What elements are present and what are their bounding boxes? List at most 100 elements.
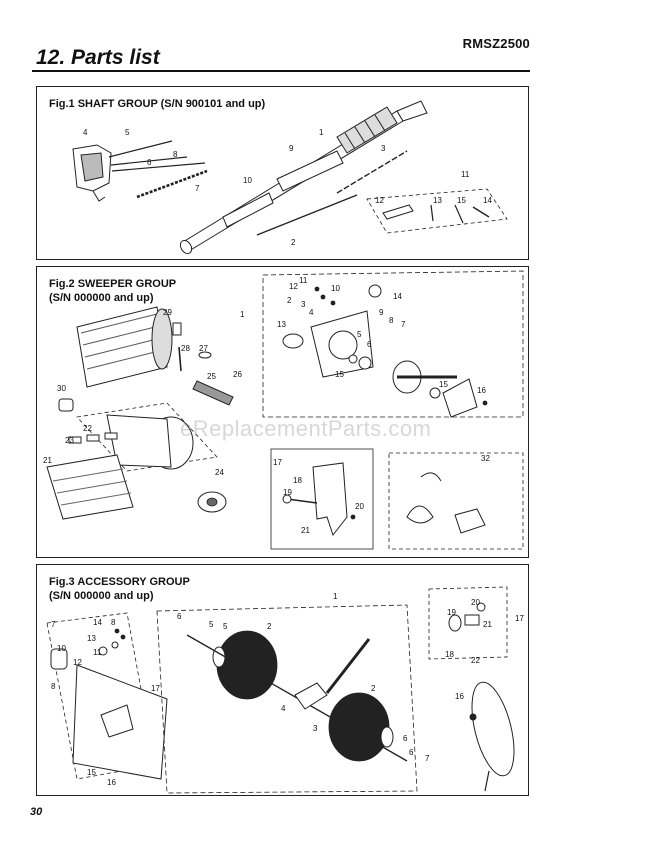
callout-label: 6 — [367, 340, 372, 349]
callout-label: 28 — [181, 344, 190, 353]
callout-label: 10 — [57, 644, 66, 653]
callout-label: 19 — [283, 488, 292, 497]
callout-label: 13 — [277, 320, 286, 329]
title-divider — [32, 70, 530, 72]
figure-heading: Fig.1 SHAFT GROUP (S/N 900101 and up) — [49, 98, 266, 110]
clamp-assembly-part — [428, 586, 508, 660]
callout-label: 7 — [51, 620, 56, 629]
drive-shaft-part — [256, 150, 408, 236]
callout-label: 5 — [125, 128, 130, 137]
callout-label: 20 — [471, 598, 480, 607]
callout-label: 10 — [331, 284, 340, 293]
shaft-group-diagram: 4 5 6 8 7 9 1 3 10 2 11 12 13 15 14 — [72, 100, 508, 255]
callout-label: 15 — [439, 380, 448, 389]
callout-label: 14 — [93, 618, 102, 627]
callout-label: 18 — [293, 476, 302, 485]
callout-label: 11 — [461, 170, 470, 179]
callout-label: 16 — [107, 778, 116, 787]
cover-assembly-part — [46, 612, 168, 780]
tool-set-part — [366, 188, 508, 234]
callout-label: 11 — [93, 648, 102, 657]
callout-label: 13 — [87, 634, 96, 643]
callout-label: 15 — [335, 370, 344, 379]
callout-label: 6 — [147, 158, 152, 167]
sweeper-rotor-part — [76, 306, 173, 388]
callout-label: 5 — [223, 622, 228, 631]
page-title: 12. Parts list — [36, 46, 160, 69]
callout-label: 14 — [393, 292, 402, 301]
pin-parts — [58, 322, 234, 412]
roller-assembly-part — [156, 604, 418, 794]
callout-label: 2 — [291, 238, 296, 247]
callout-label: 22 — [471, 656, 480, 665]
callout-label: 20 — [355, 502, 364, 511]
callout-label: 6 — [403, 734, 408, 743]
callout-label: 27 — [199, 344, 208, 353]
callout-label: 8 — [173, 150, 178, 159]
callout-label: 29 — [163, 308, 172, 317]
callout-label: 22 — [83, 424, 92, 433]
callout-label: 7 — [425, 754, 430, 763]
callout-label: 2 — [287, 296, 292, 305]
accessory-group-diagram: 7 14 8 13 10 11 12 8 17 15 16 1 6 5 5 2 … — [46, 586, 524, 794]
figure-heading-line: Fig.2 SWEEPER GROUP — [49, 278, 177, 290]
callout-label: 2 — [371, 684, 376, 693]
handle-part — [270, 448, 374, 550]
callout-label: 14 — [483, 196, 492, 205]
callout-label: 8 — [389, 316, 394, 325]
callout-label: 17 — [515, 614, 524, 623]
callout-label: 17 — [273, 458, 282, 467]
callout-label: 6 — [177, 612, 182, 621]
throttle-cable-part — [108, 140, 208, 199]
callout-label: 3 — [313, 724, 318, 733]
callout-label: 9 — [379, 308, 384, 317]
figure-heading: Fig.3 ACCESSORY GROUP (S/N 000000 and up… — [49, 575, 190, 603]
grip-part — [222, 150, 344, 228]
callout-label: 12 — [375, 196, 384, 205]
callout-label: 18 — [445, 650, 454, 659]
page-number: 30 — [30, 806, 43, 818]
callout-label: 19 — [447, 608, 456, 617]
callout-label: 12 — [289, 282, 298, 291]
throttle-housing-part — [72, 144, 112, 202]
callout-label: 5 — [209, 620, 214, 629]
callout-label: 10 — [243, 176, 252, 185]
callout-label: 8 — [111, 618, 116, 627]
callout-label: 5 — [357, 330, 362, 339]
callout-label: 26 — [233, 370, 242, 379]
callout-label: 1 — [319, 128, 324, 137]
callout-label: 30 — [57, 384, 66, 393]
callout-label: 12 — [73, 658, 82, 667]
figure-accessory-group: Fig.3 ACCESSORY GROUP (S/N 000000 and up… — [36, 564, 529, 796]
callout-label: 4 — [281, 704, 286, 713]
model-code: RMSZ2500 — [462, 36, 530, 51]
callout-label: 21 — [301, 526, 310, 535]
callout-label: 2 — [267, 622, 272, 631]
gearbox-part — [262, 270, 524, 418]
callout-label: 3 — [301, 300, 306, 309]
callout-label: 4 — [309, 308, 314, 317]
callout-label: 1 — [333, 592, 338, 601]
figure-sweeper-group: Fig.2 SWEEPER GROUP (S/N 000000 and up) — [36, 266, 529, 558]
callout-label: 15 — [87, 768, 96, 777]
sweeper-drum-part — [76, 402, 227, 513]
figure-shaft-group: Fig.1 SHAFT GROUP (S/N 900101 and up) — [36, 86, 529, 260]
callout-label: 11 — [299, 276, 308, 285]
callout-label: 4 — [83, 128, 88, 137]
callout-label: 7 — [195, 184, 200, 193]
callout-label: 3 — [381, 144, 386, 153]
figure-heading-line: (S/N 000000 and up) — [49, 590, 154, 602]
figure-heading-line: Fig.3 ACCESSORY GROUP — [49, 576, 190, 588]
shaft-callouts: 4 5 6 8 7 9 1 3 10 2 11 12 13 15 14 — [83, 128, 492, 247]
callout-label: 32 — [481, 454, 490, 463]
sweeper-group-diagram: 1 12 11 2 10 3 4 14 13 9 8 7 5 6 15 15 1… — [43, 270, 524, 550]
accessory-callouts: 7 14 8 13 10 11 12 8 17 15 16 1 6 5 5 2 … — [51, 592, 524, 787]
callout-label: 13 — [433, 196, 442, 205]
callout-label: 25 — [207, 372, 216, 381]
callout-label: 17 — [151, 684, 160, 693]
callout-label: 21 — [483, 620, 492, 629]
callout-label: 23 — [65, 436, 74, 445]
callout-label: 6 — [409, 748, 414, 757]
callout-label: 16 — [455, 692, 464, 701]
callout-label: 1 — [240, 310, 245, 319]
